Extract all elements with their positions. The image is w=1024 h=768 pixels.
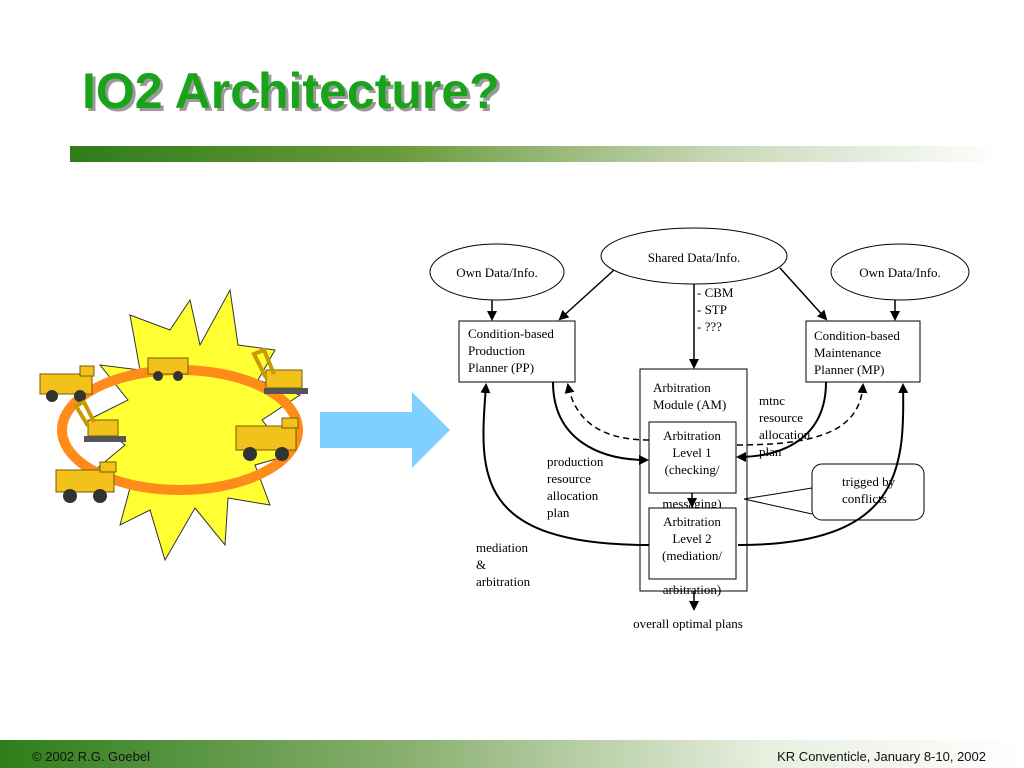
shared-item: - STP	[697, 302, 727, 317]
trigged-label-line: conflicts	[842, 491, 887, 506]
am-label-line: Arbitration	[653, 380, 711, 395]
truck-icon	[147, 357, 189, 381]
mp-label-line: Planner (MP)	[814, 362, 884, 377]
shared-item: - ???	[697, 319, 722, 334]
own-data-right-label: Own Data/Info.	[859, 265, 941, 280]
level1-label-line: (checking/	[665, 462, 720, 477]
excavator-icon	[73, 399, 126, 442]
trigged-callout	[811, 463, 925, 521]
level1-label-line: Arbitration	[663, 428, 721, 443]
svg-text:mediation: mediation	[476, 540, 528, 555]
arrow-right-icon	[320, 392, 450, 468]
footer-copyright: © 2002 R.G. Goebel	[32, 749, 150, 764]
own-data-right-node	[830, 243, 970, 301]
svg-text:production: production	[547, 454, 604, 469]
production-allocation-label: production resource allocation plan	[547, 454, 604, 520]
truck-icon	[39, 365, 95, 402]
level2-label-line: Arbitration	[663, 514, 721, 529]
shared-items-list: - CBM - STP - ???	[697, 285, 734, 334]
edge-level2-to-mp	[737, 383, 909, 546]
title-underline-bar	[70, 146, 1000, 162]
truck-icon	[235, 417, 299, 461]
explosion-icon	[91, 288, 302, 562]
production-planner-node	[458, 320, 576, 383]
diagram-edges	[480, 267, 909, 611]
own-data-left-label: Own Data/Info.	[456, 265, 538, 280]
own-data-left-node	[429, 243, 565, 301]
svg-text:mtnc: mtnc	[759, 393, 785, 408]
svg-text:&: &	[476, 557, 486, 572]
pp-label-line: Production	[468, 343, 526, 358]
level2-label-line: (mediation/	[662, 548, 722, 563]
footer-event: KR Conventicle, January 8-10, 2002	[777, 749, 986, 764]
svg-text:plan: plan	[547, 505, 570, 520]
mediation-label: mediation & arbitration	[476, 540, 531, 589]
maintenance-planner-node	[805, 320, 921, 383]
shared-item: - CBM	[697, 285, 734, 300]
output-label: overall optimal plans	[633, 616, 743, 631]
mtnc-allocation-label: mtnc resource allocation plan	[759, 393, 811, 459]
footer-bar: © 2002 R.G. Goebel KR Conventicle, Janua…	[0, 740, 1024, 768]
svg-text:resource: resource	[759, 410, 803, 425]
truck-icon	[55, 461, 117, 503]
svg-text:resource: resource	[547, 471, 591, 486]
mp-label-line: Condition-based	[814, 328, 900, 343]
level2-label-line: arbitration)	[663, 582, 721, 597]
trigged-label-line: trigged by	[842, 474, 896, 489]
svg-text:allocation: allocation	[759, 427, 811, 442]
pp-label-line: Condition-based	[468, 326, 554, 341]
level1-label-line: Level 1	[672, 445, 711, 460]
slide-title: IO2 Architecture?	[82, 63, 500, 119]
svg-text:arbitration: arbitration	[476, 574, 531, 589]
svg-text:allocation: allocation	[547, 488, 599, 503]
edge-pp-to-level1	[552, 381, 649, 465]
pp-label-line: Planner (PP)	[468, 360, 534, 375]
callout-pointer	[743, 487, 813, 515]
slide-canvas: Shared Data/Info. Own Data/Info. Own Dat…	[39, 227, 970, 631]
mp-label-line: Maintenance	[814, 345, 881, 360]
shared-data-label: Shared Data/Info.	[648, 250, 740, 265]
excavator-icon	[251, 347, 308, 394]
arbitration-level1-node	[648, 421, 737, 494]
level2-label-line: Level 2	[672, 531, 711, 546]
edge-level2-to-pp	[480, 383, 650, 546]
edge-shared-to-mp	[779, 267, 828, 321]
edge-level1-to-mp	[736, 383, 868, 446]
am-label-line: Module (AM)	[653, 397, 726, 412]
edge-shared-to-pp	[558, 269, 615, 321]
arbitration-level2-node	[648, 507, 737, 580]
edge-level1-to-pp	[564, 383, 650, 441]
